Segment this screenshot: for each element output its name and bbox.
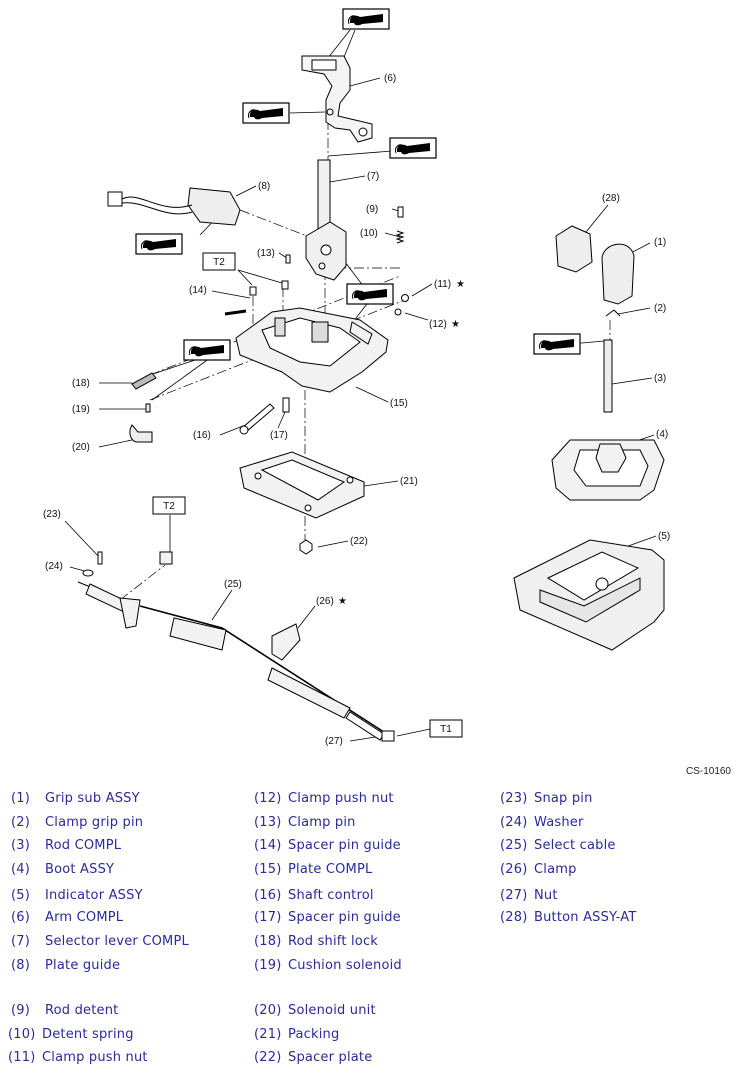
callout-1: (1) <box>654 237 666 248</box>
callout-22: (22) <box>350 536 368 547</box>
callout-28: (28) <box>602 193 620 204</box>
callout-9: (9) <box>366 204 378 215</box>
legend-item: (28)Button ASSY-AT <box>500 910 637 925</box>
legend-item: (11)Clamp push nut <box>8 1050 148 1065</box>
legend-item: (21)Packing <box>254 1027 340 1042</box>
shaft-parts <box>239 397 290 435</box>
callout-24: (24) <box>45 561 63 572</box>
plate-compl-part <box>235 307 389 393</box>
torque-box-t2-upper: T2 <box>202 252 236 271</box>
torque-label: T2 <box>213 257 225 268</box>
callout-23: (23) <box>43 509 61 520</box>
grease-symbol <box>242 102 290 124</box>
legend-item: (24)Washer <box>500 815 584 830</box>
boot-assy-part <box>551 439 665 501</box>
spacer-plate-part <box>299 539 313 555</box>
exploded-parts-diagram: T2 T2 T1 (6) (7) (8) (9) (10) (13) (14) … <box>43 8 670 747</box>
legend-item: (12)Clamp push nut <box>254 791 394 806</box>
legend-item: (14)Spacer pin guide <box>254 838 401 853</box>
callout-8: (8) <box>258 181 270 192</box>
torque-box-t1: T1 <box>429 719 463 738</box>
grease-symbol <box>342 8 390 30</box>
callout-7: (7) <box>367 171 379 182</box>
legend-item: (10)Detent spring <box>8 1027 134 1042</box>
legend-item: (1)Grip sub ASSY <box>11 791 140 806</box>
callout-3: (3) <box>654 373 666 384</box>
legend-item: (19)Cushion solenoid <box>254 958 402 973</box>
callout-5: (5) <box>658 531 670 542</box>
legend-item: (25)Select cable <box>500 838 616 853</box>
grease-symbol <box>346 283 394 305</box>
packing-part <box>239 451 365 519</box>
legend-item: (2)Clamp grip pin <box>11 815 144 830</box>
small-pins <box>224 206 409 316</box>
legend-item: (8)Plate guide <box>11 958 121 973</box>
grease-symbol <box>183 339 231 361</box>
legend-item: (18)Rod shift lock <box>254 934 379 949</box>
indicator-assy-part <box>513 539 665 651</box>
callout-2: (2) <box>654 303 666 314</box>
legend-item: (3)Rod COMPL <box>11 838 122 853</box>
callout-26: (26) <box>316 596 334 607</box>
legend-item: (6)Arm COMPL <box>11 910 124 925</box>
callout-18: (18) <box>72 378 90 389</box>
grease-symbol <box>533 333 581 355</box>
callout-10: (10) <box>360 228 378 239</box>
figure-code: CS-10160 <box>685 766 731 777</box>
selector-lever-part <box>305 159 347 281</box>
torque-label: T2 <box>163 501 175 512</box>
callout-11: (11) <box>434 279 451 290</box>
callout-4: (4) <box>656 429 668 440</box>
legend-item: (23)Snap pin <box>500 791 593 806</box>
legend-item: (20)Solenoid unit <box>254 1003 376 1018</box>
legend-item: (15)Plate COMPL <box>254 862 373 877</box>
callout-27: (27) <box>325 736 343 747</box>
callout-20: (20) <box>72 442 90 453</box>
arm-compl-part <box>301 55 373 143</box>
plate-guide-part <box>107 187 241 226</box>
legend-item: (9)Rod detent <box>11 1003 119 1018</box>
callout-12: (12) <box>429 319 447 330</box>
callout-6: (6) <box>384 73 396 84</box>
callout-13: (13) <box>257 248 275 259</box>
legend-item: (26)Clamp <box>500 862 577 877</box>
star-mark: ★ <box>456 279 465 290</box>
parts-legend: (1)Grip sub ASSY (2)Clamp grip pin (3)Ro… <box>0 788 739 1074</box>
callout-17: (17) <box>270 430 288 441</box>
callout-14: (14) <box>189 285 207 296</box>
grip-parts <box>555 225 635 413</box>
callout-labels: (6) (7) (8) (9) (10) (13) (14) (11) ★ (1… <box>43 73 670 747</box>
legend-item: (4)Boot ASSY <box>11 862 115 877</box>
star-mark: ★ <box>451 319 460 330</box>
legend-item: (17)Spacer pin guide <box>254 910 401 925</box>
select-cable-part <box>77 551 395 742</box>
grease-symbol <box>135 233 183 255</box>
callout-21: (21) <box>400 476 418 487</box>
legend-item: (16)Shaft control <box>254 888 374 903</box>
callout-15: (15) <box>390 398 408 409</box>
legend-item: (13)Clamp pin <box>254 815 356 830</box>
callout-25: (25) <box>224 579 242 590</box>
torque-label: T1 <box>440 724 452 735</box>
legend-item: (5)Indicator ASSY <box>11 888 143 903</box>
star-mark: ★ <box>338 596 347 607</box>
torque-box-t2-lower: T2 <box>152 496 186 515</box>
legend-item: (27)Nut <box>500 888 558 903</box>
grease-symbol <box>389 137 437 159</box>
callout-16: (16) <box>193 430 211 441</box>
callout-19: (19) <box>72 404 90 415</box>
legend-item: (7)Selector lever COMPL <box>11 934 189 949</box>
legend-item: (22)Spacer plate <box>254 1050 373 1065</box>
shift-lock-parts <box>129 372 157 443</box>
